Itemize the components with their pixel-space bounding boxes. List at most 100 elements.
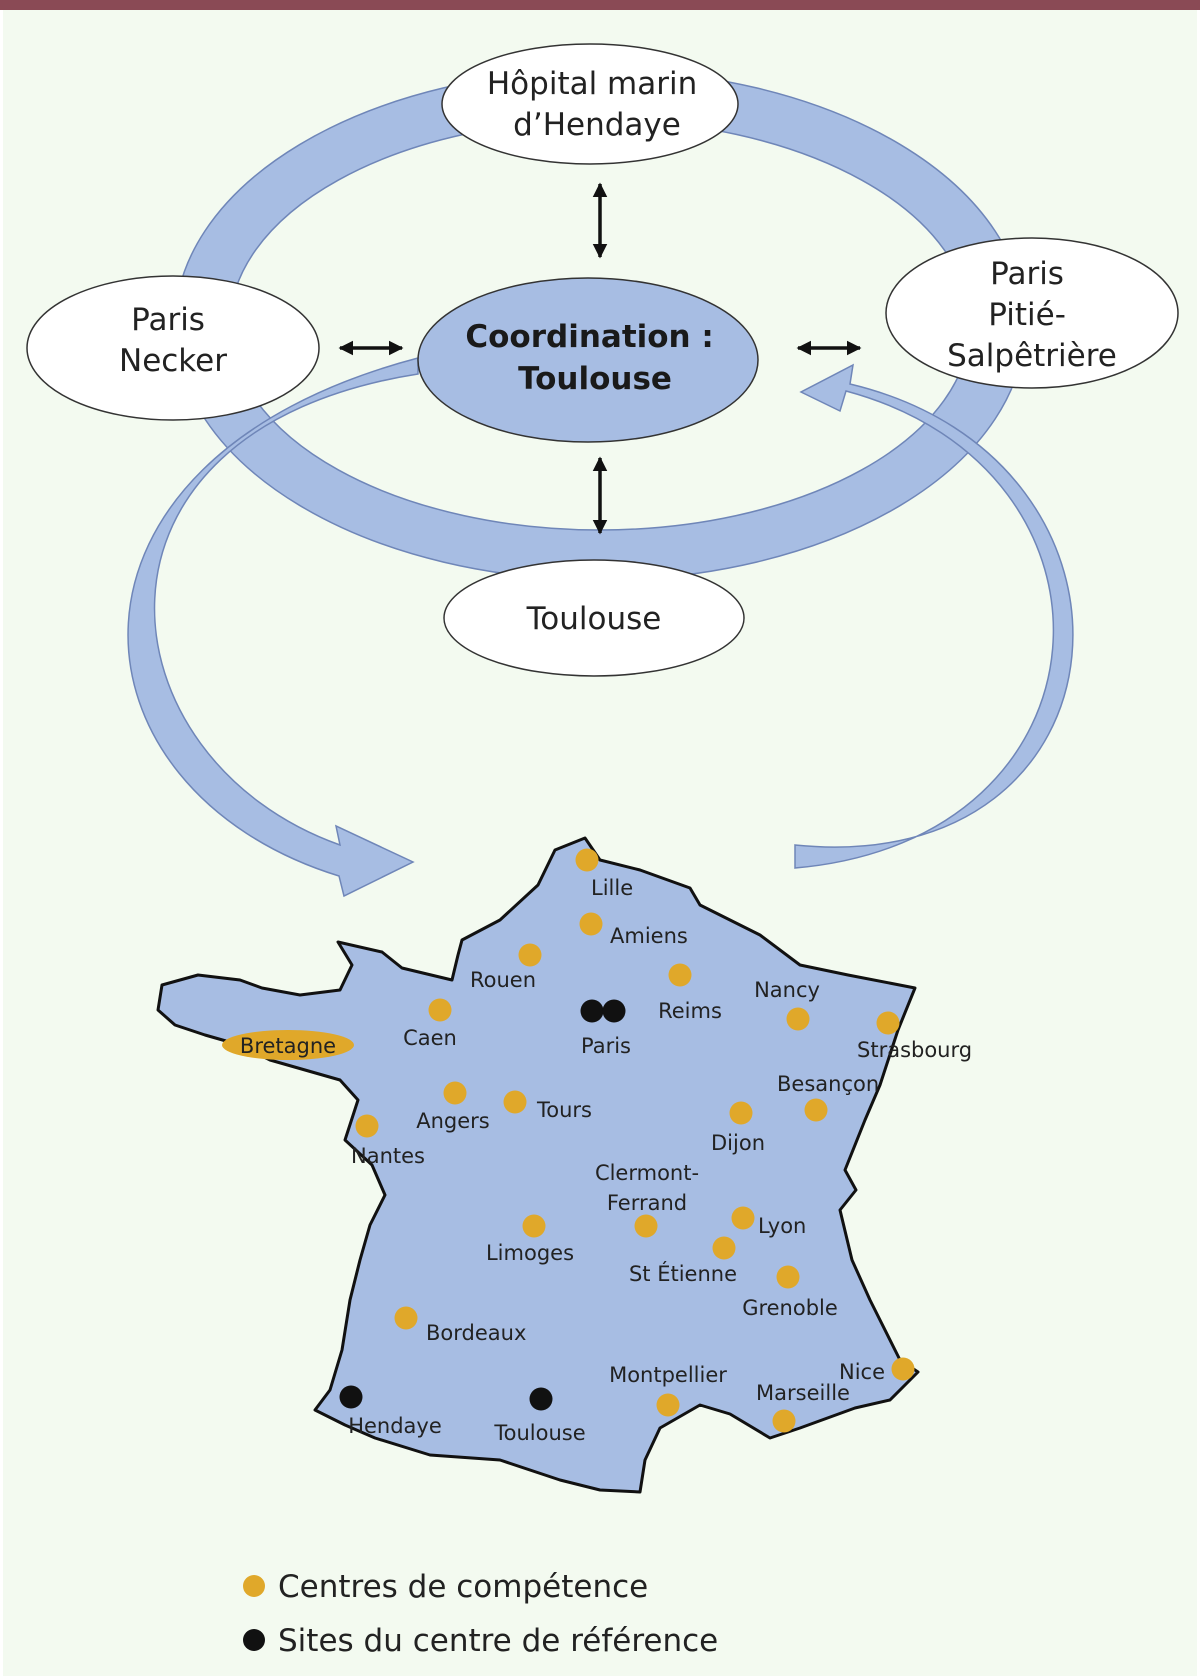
- node-coordination: Coordination : Toulouse: [417, 277, 759, 443]
- node-pitie-line-2: Pitié-: [988, 297, 1066, 333]
- city-label: Lille: [591, 876, 633, 900]
- competence-centre-dot: [786, 1007, 810, 1031]
- competence-centre-dot: [428, 998, 452, 1022]
- city-rouen: Rouen: [470, 943, 542, 992]
- reference-site-dot: [529, 1387, 553, 1411]
- city-label: Amiens: [610, 924, 688, 948]
- city-label: Dijon: [711, 1131, 765, 1155]
- node-necker-line-2: Necker: [119, 343, 227, 379]
- competence-centre-dot: [712, 1236, 736, 1260]
- competence-centre-dot: [668, 963, 692, 987]
- region-bretagne-label: Bretagne: [240, 1034, 336, 1058]
- city-label: Strasbourg: [857, 1038, 972, 1062]
- competence-centre-dot: [891, 1357, 915, 1381]
- svg-text:Hôpital marin d’Hendaye: Hôpital marin d’Hendaye: [487, 66, 707, 143]
- competence-centre-dot: [634, 1214, 658, 1238]
- city-besancon: Besançon: [777, 1072, 879, 1122]
- svg-text:Coordination : Toulouse: Coordination : Toulouse: [465, 319, 724, 397]
- city-label: Grenoble: [742, 1296, 838, 1320]
- node-pitie-line-1: Paris: [990, 256, 1064, 292]
- competence-centre-dot: [518, 943, 542, 967]
- competence-centre-dot: [804, 1098, 828, 1122]
- node-hendaye-line-1: Hôpital marin: [487, 66, 697, 102]
- city-reims: Reims: [658, 963, 722, 1023]
- city-st-etienne: St Étienne: [629, 1236, 737, 1286]
- city-label: Toulouse: [493, 1421, 585, 1445]
- city-nice: Nice: [839, 1357, 915, 1384]
- reference-site-dot: [602, 999, 626, 1023]
- legend-competence-label: Centres de compétence: [278, 1569, 648, 1605]
- top-border-bar: [0, 0, 1200, 10]
- legend: Centres de compétence Sites du centre de…: [243, 1569, 718, 1659]
- node-toulouse-line-1: Toulouse: [526, 601, 662, 637]
- city-label: Bordeaux: [426, 1321, 526, 1345]
- competence-centre-dot: [776, 1265, 800, 1289]
- competence-centre-dot: [579, 912, 603, 936]
- city-nancy: Nancy: [754, 978, 820, 1031]
- node-toulouse: Toulouse: [443, 559, 745, 677]
- region-bretagne: Bretagne: [222, 1030, 354, 1060]
- city-label: Marseille: [756, 1381, 850, 1405]
- node-paris-pitie-salpetriere: Paris Pitié- Salpêtrière: [885, 237, 1179, 389]
- competence-centre-dot: [443, 1081, 467, 1105]
- city-toulouse: Toulouse: [493, 1387, 586, 1445]
- city-label: Montpellier: [609, 1363, 727, 1387]
- reference-site-dot: [580, 999, 604, 1023]
- node-paris-necker: Paris Necker: [26, 275, 320, 421]
- feedback-curved-arrow: [794, 363, 1074, 869]
- city-marseille: Marseille: [756, 1381, 850, 1433]
- city-label: Paris: [581, 1034, 631, 1058]
- city-limoges: Limoges: [486, 1214, 574, 1265]
- city-label: Tours: [536, 1098, 592, 1122]
- city-label: Reims: [658, 999, 722, 1023]
- city-label: Nice: [839, 1360, 885, 1384]
- city-label: Nancy: [754, 978, 820, 1002]
- city-label: Nantes: [351, 1144, 425, 1168]
- node-hendaye-line-2: d’Hendaye: [513, 107, 681, 143]
- legend-reference-dot: [243, 1629, 265, 1651]
- city-clermont-ferrand: Clermont-Ferrand: [595, 1161, 699, 1238]
- city-lille: Lille: [575, 848, 633, 900]
- city-nantes: Nantes: [351, 1114, 425, 1168]
- city-grenoble: Grenoble: [742, 1265, 838, 1320]
- city-amiens: Amiens: [579, 912, 688, 948]
- competence-centre-dot: [731, 1206, 755, 1230]
- city-lyon: Lyon: [731, 1206, 806, 1238]
- competence-centre-dot: [355, 1114, 379, 1138]
- reference-site-dot: [339, 1385, 363, 1409]
- city-paris: Paris: [580, 999, 631, 1058]
- competence-centre-dot: [772, 1409, 796, 1433]
- node-necker-line-1: Paris: [131, 302, 205, 338]
- node-pitie-line-3: Salpêtrière: [947, 338, 1117, 374]
- competence-centre-dot: [876, 1011, 900, 1035]
- city-label: St Étienne: [629, 1261, 737, 1286]
- competence-centre-dot: [656, 1393, 680, 1417]
- city-dijon: Dijon: [711, 1101, 765, 1155]
- legend-reference-label: Sites du centre de référence: [278, 1623, 718, 1659]
- competence-centre-dot: [729, 1101, 753, 1125]
- city-label: Limoges: [486, 1241, 574, 1265]
- svg-text:Paris Pitié- Salpê: Paris Pitié- Salpêtrière: [947, 256, 1117, 374]
- svg-text:Toulouse: Toulouse: [526, 601, 662, 637]
- city-strasbourg: Strasbourg: [857, 1011, 972, 1062]
- city-label: Hendaye: [348, 1414, 442, 1438]
- legend-competence-dot: [243, 1575, 265, 1597]
- city-label: Clermont-Ferrand: [595, 1161, 699, 1215]
- city-montpellier: Montpellier: [609, 1363, 727, 1417]
- city-caen: Caen: [403, 998, 457, 1050]
- city-label: Lyon: [758, 1214, 806, 1238]
- city-label: Rouen: [470, 968, 536, 992]
- node-coordination-line-2: Toulouse: [518, 361, 672, 397]
- city-hendaye: Hendaye: [339, 1385, 442, 1438]
- distribution-curved-arrow: [127, 357, 419, 898]
- node-hendaye: Hôpital marin d’Hendaye: [441, 43, 739, 165]
- city-label: Besançon: [777, 1072, 879, 1096]
- city-bordeaux: Bordeaux: [394, 1306, 526, 1345]
- city-angers: Angers: [416, 1081, 490, 1133]
- svg-text:Paris Necker: Paris Necker: [119, 302, 227, 379]
- france-map: [156, 836, 920, 1494]
- competence-centre-dot: [394, 1306, 418, 1330]
